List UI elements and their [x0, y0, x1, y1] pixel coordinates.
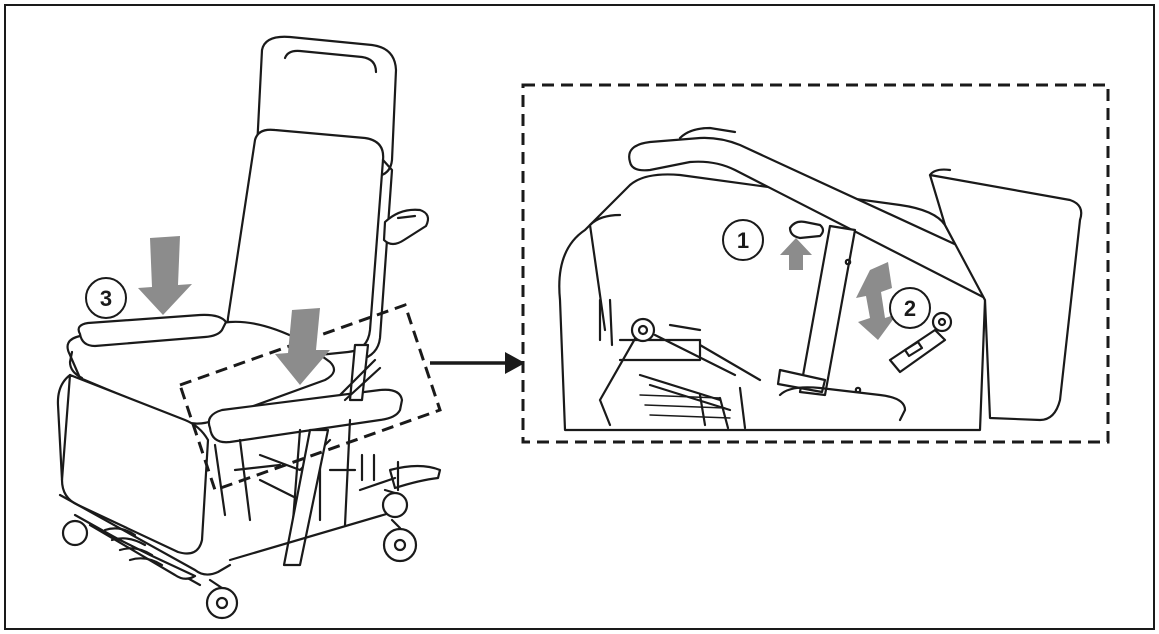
detail-seat-edge — [588, 213, 622, 332]
chair-gas-spring — [348, 343, 370, 402]
chair-strut — [282, 428, 330, 567]
chair-footplate-ridges — [103, 527, 164, 567]
chair-seat — [66, 320, 336, 425]
down-arrow-icon — [138, 236, 192, 315]
up-arrow-icon — [780, 238, 812, 270]
chair-highlight-box — [178, 303, 442, 492]
chair-wheel-rear-right — [381, 491, 409, 519]
chair-wheel-front-right — [382, 527, 418, 563]
detail-right-bracket-slot — [903, 340, 924, 358]
callout-3-label: 3 — [100, 286, 112, 311]
chair-illustration — [56, 35, 442, 620]
detail-small-dot — [854, 386, 862, 394]
detail-pivot-left-hub — [637, 324, 649, 336]
detail-small-dot — [844, 258, 852, 266]
chair-lever-arm — [338, 358, 382, 402]
chair-wheel-front-right-hub — [393, 538, 407, 552]
chair-wheel-front-left — [205, 586, 239, 620]
chair-side-handle-detail — [396, 214, 417, 220]
chair-side-handle — [382, 208, 430, 246]
chair-caster-mounts — [208, 488, 402, 590]
detail-armrest-top — [678, 126, 737, 140]
double-arrow-icon — [856, 262, 897, 340]
chair-wheel-rear-left — [61, 519, 89, 547]
chair-leg-cover — [60, 373, 210, 555]
detail-release-lever — [788, 220, 825, 240]
detail-lower-rail — [778, 386, 907, 422]
detail-pivot-left — [630, 317, 656, 343]
chair-right-armrest — [207, 388, 404, 444]
chair-pedal — [388, 464, 442, 490]
callout-1: 1 — [722, 219, 764, 261]
detail-pivot-right — [931, 311, 953, 333]
callout-3: 3 — [85, 277, 127, 319]
pointer-arrow-icon — [430, 352, 525, 374]
chair-headrest-inner — [283, 49, 378, 74]
callout-1-label: 1 — [737, 228, 749, 253]
callout-2-label: 2 — [904, 296, 916, 321]
callout-2: 2 — [889, 287, 931, 329]
chair-seat-edge — [68, 350, 84, 380]
detail-strut — [798, 224, 857, 397]
detail-illustration — [558, 126, 1083, 432]
detail-lower-bars — [639, 394, 731, 419]
chair-left-armrest — [77, 313, 228, 348]
chair-leg-cover-side — [56, 373, 72, 482]
chair-base-front — [58, 493, 232, 576]
chair-wheel-front-left-hub — [215, 596, 229, 610]
detail-pivot-right-hub — [937, 317, 947, 327]
detail-backrest-top — [928, 168, 952, 177]
down-arrow-icon — [275, 308, 330, 385]
chair-pedal-rod — [358, 476, 397, 492]
detail-backrest — [928, 173, 1083, 422]
chair-posts — [360, 453, 400, 492]
